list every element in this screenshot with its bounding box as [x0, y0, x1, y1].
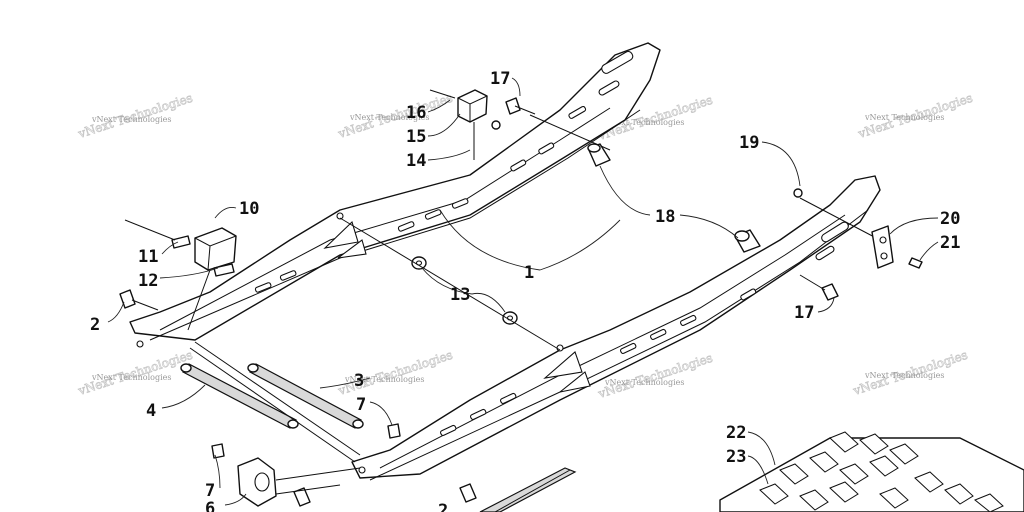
watermark: vNext Technologies: [91, 373, 171, 382]
callout-11: 11: [138, 247, 158, 267]
watermark: vNext Technologies: [91, 115, 171, 124]
callouts: 1 2 2 3 4 6 7 7 10 11 12 13 14 15 16 17 …: [90, 69, 960, 512]
cross-shafts: [180, 341, 364, 463]
end-cap-part-6: [211, 423, 401, 507]
rail-left: [129, 42, 661, 348]
callout-21: 21: [940, 233, 960, 253]
block-part-15: [429, 89, 501, 160]
watermark: vNext Technologies: [864, 113, 944, 122]
callout-13: 13: [450, 285, 470, 305]
callout-23: 23: [726, 447, 746, 467]
callout-18: 18: [655, 207, 675, 227]
callout-22: 22: [726, 423, 746, 443]
leader-lines: [107, 77, 939, 506]
watermark: vNext Technologies: [604, 118, 684, 127]
callout-20: 20: [940, 209, 960, 229]
callout-10: 10: [239, 199, 259, 219]
rail-right: [351, 175, 881, 481]
callout-6: 6: [205, 499, 215, 512]
callout-2: 2: [438, 501, 448, 512]
callout-4: 4: [146, 401, 156, 421]
callout-7: 7: [205, 481, 215, 501]
watermark: vNext Technologies: [604, 378, 684, 387]
callout-14: 14: [406, 151, 426, 171]
callout-19: 19: [739, 133, 759, 153]
watermark: vNext Technologies: [349, 113, 429, 122]
callout-16: 16: [406, 103, 426, 123]
callout-7: 7: [356, 395, 366, 415]
callout-2: 2: [90, 315, 100, 335]
callout-15: 15: [406, 127, 426, 147]
watermark: vNext Technologies: [344, 375, 424, 384]
watermark: vNext Technologies: [864, 371, 944, 380]
bracket-part-20: [793, 188, 923, 269]
bolt-part-17: [505, 97, 839, 301]
callout-17: 17: [490, 69, 510, 89]
bracket-part-10: [124, 219, 237, 331]
track-part-22: [719, 431, 1024, 512]
slide-rail: [479, 467, 577, 512]
bushing-part-18: [587, 143, 761, 253]
callout-3: 3: [354, 371, 364, 391]
callout-17: 17: [794, 303, 814, 323]
callout-12: 12: [138, 271, 158, 291]
callout-1: 1: [524, 263, 534, 283]
washer-part-13: [339, 217, 561, 351]
